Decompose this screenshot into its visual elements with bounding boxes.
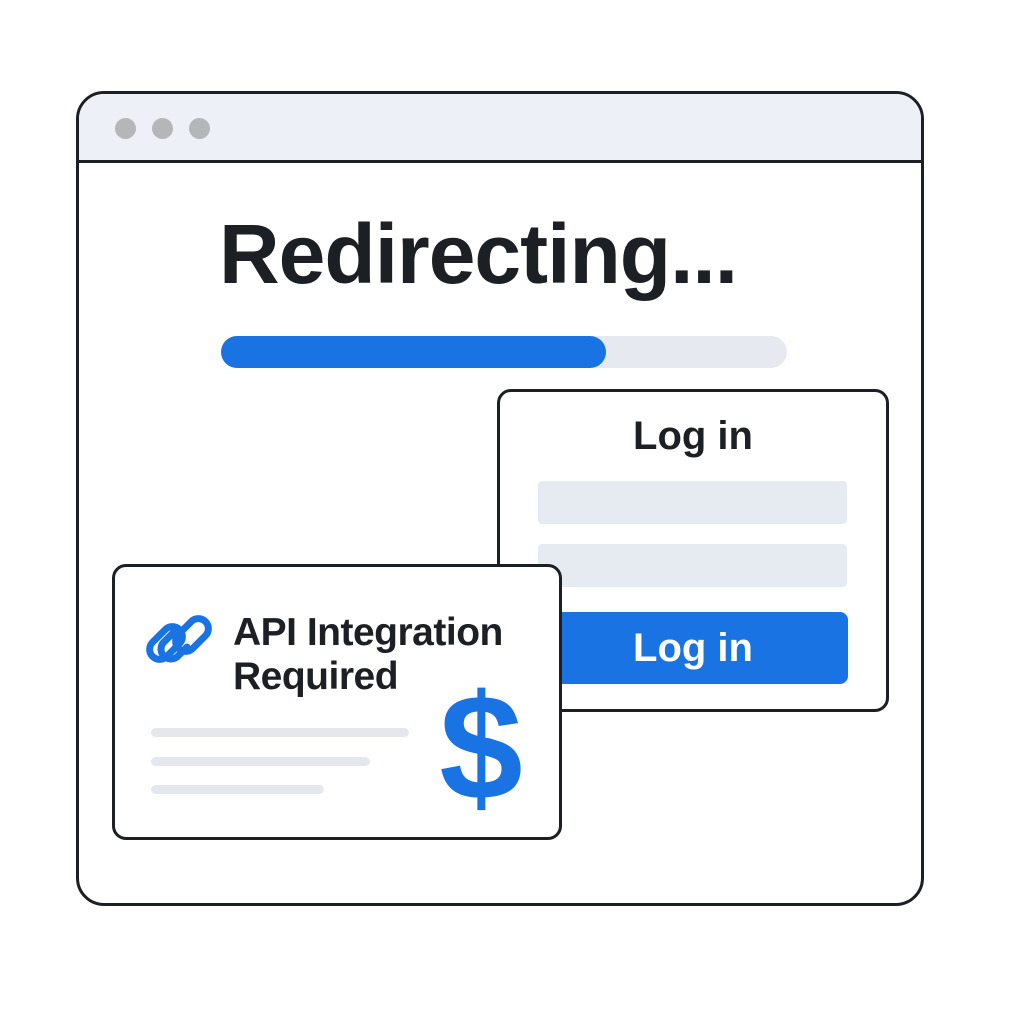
username-field[interactable] xyxy=(538,481,847,524)
link-icon xyxy=(143,603,215,675)
placeholder-text-line xyxy=(151,785,324,794)
page-title: Redirecting... xyxy=(219,207,738,301)
api-card-title: API Integration Required xyxy=(233,611,503,698)
placeholder-text-line xyxy=(151,728,409,737)
progress-fill xyxy=(221,336,606,368)
placeholder-text-line xyxy=(151,757,370,766)
login-button[interactable]: Log in xyxy=(538,612,848,684)
login-title: Log in xyxy=(633,414,753,458)
window-control-dot[interactable] xyxy=(152,118,173,139)
window-control-dot[interactable] xyxy=(189,118,210,139)
window-control-dot[interactable] xyxy=(115,118,136,139)
dollar-icon: $ xyxy=(439,663,523,831)
api-integration-card: API Integration Required $ xyxy=(112,564,562,840)
window-titlebar xyxy=(79,94,921,163)
login-card: Log in Log in xyxy=(497,389,889,712)
redirect-progress-bar xyxy=(221,336,787,368)
password-field[interactable] xyxy=(538,544,847,587)
